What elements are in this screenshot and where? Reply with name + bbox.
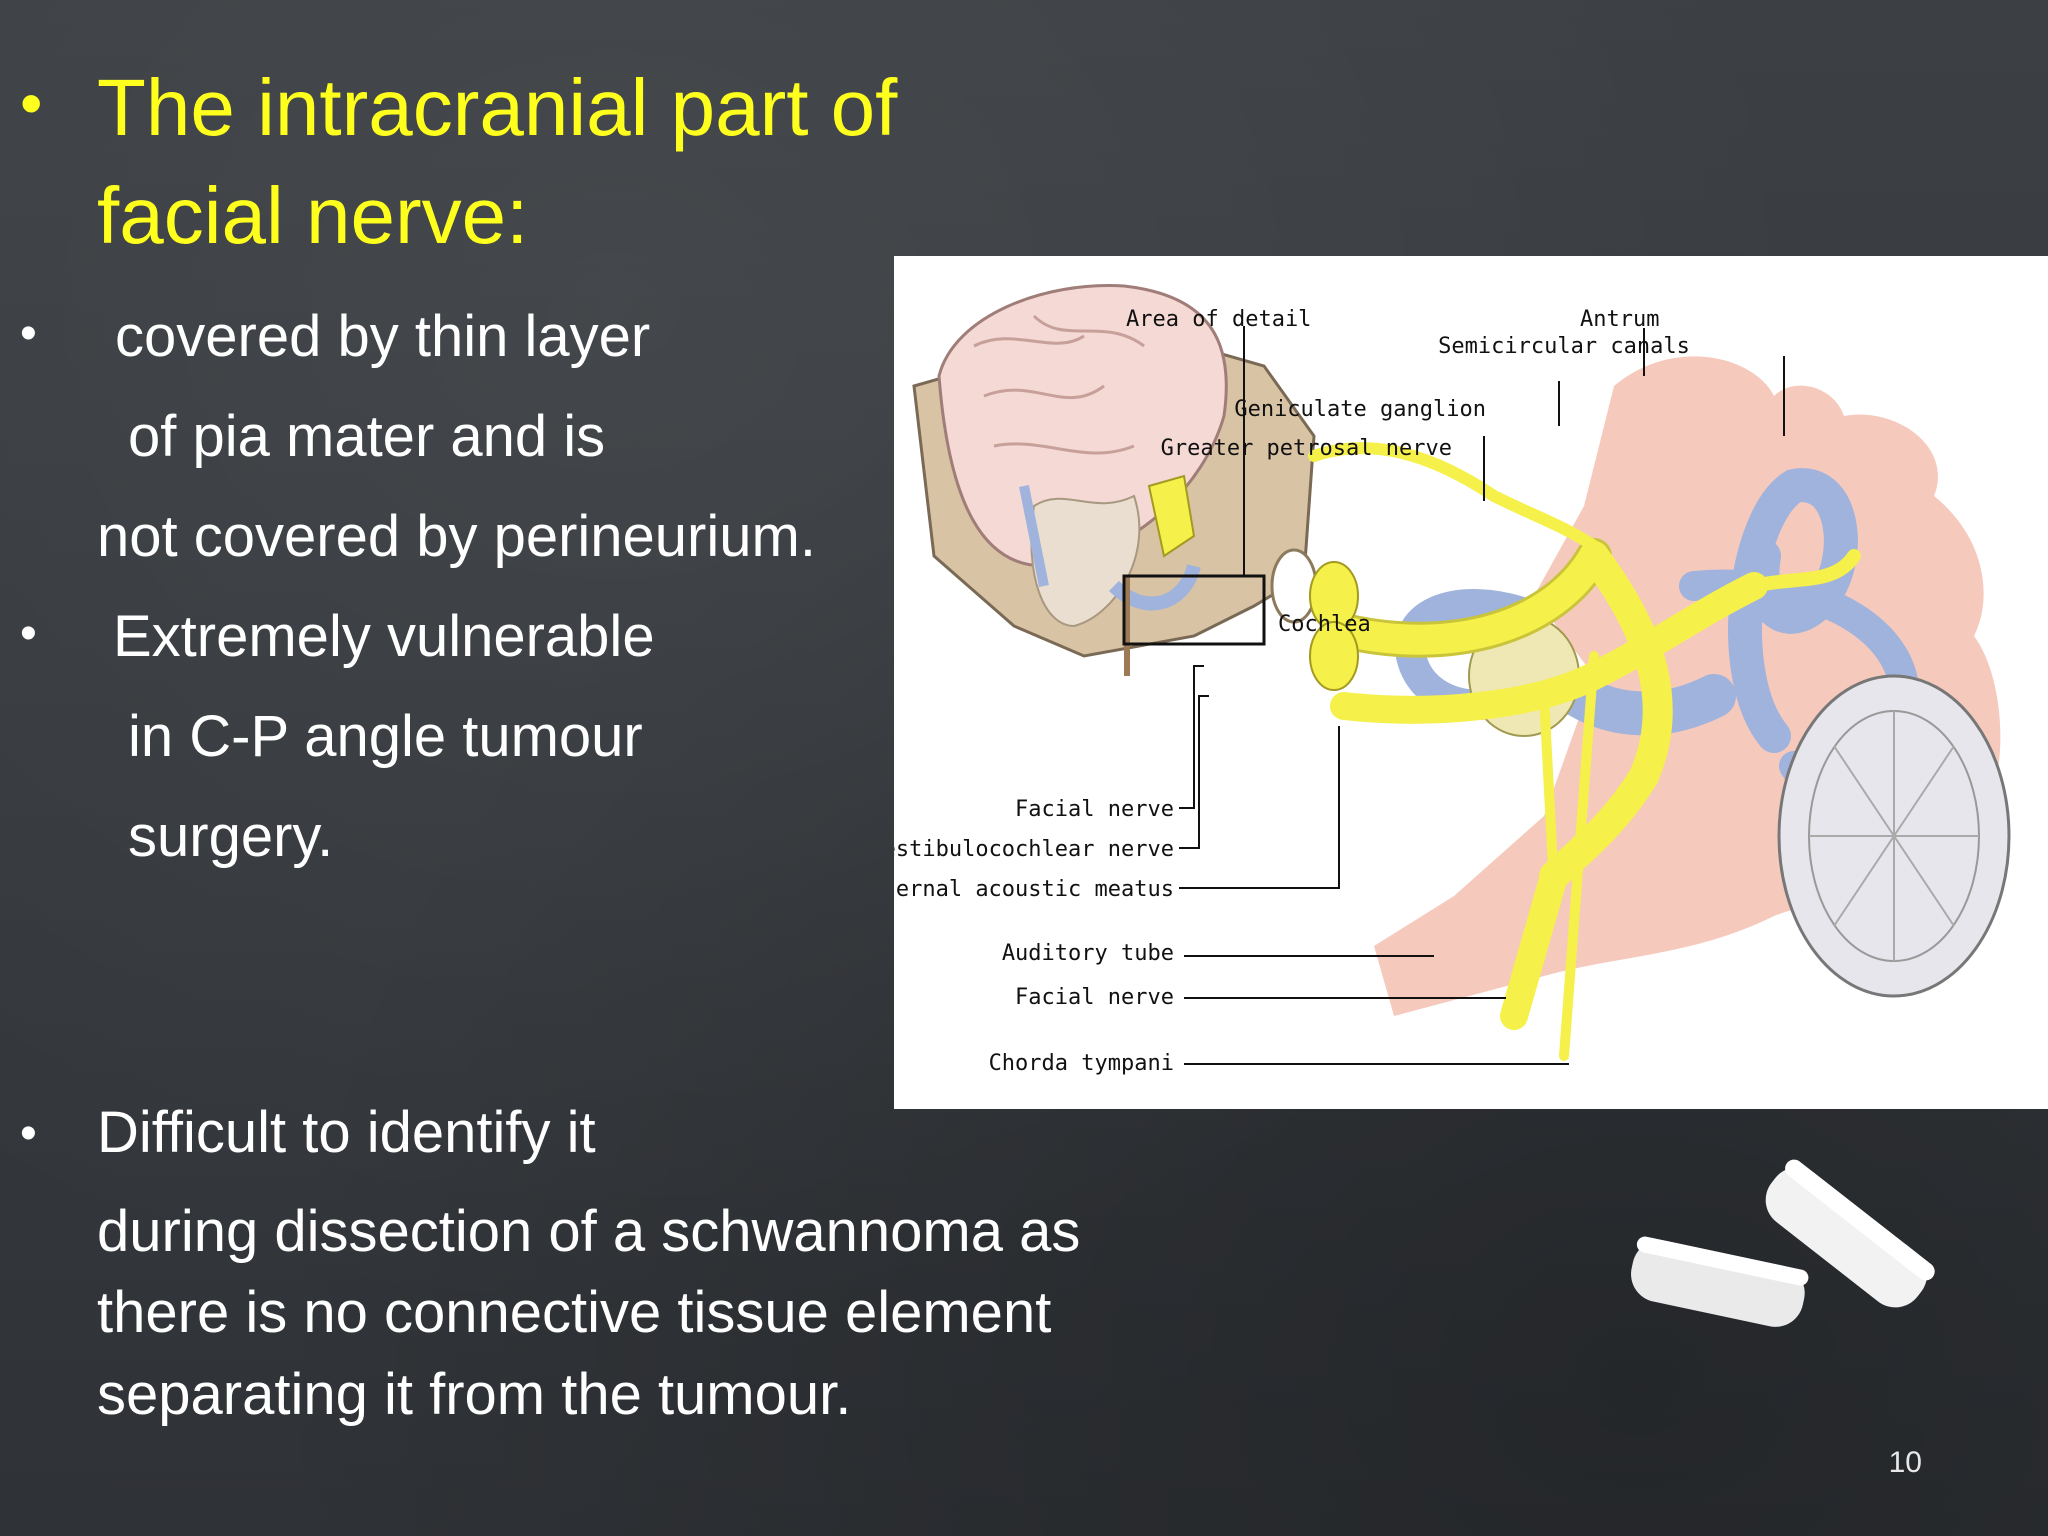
facial-nerve-diagram: Area of detail Antrum Semicircular canal… <box>894 256 2048 1109</box>
tympanic-membrane <box>1777 674 2011 998</box>
skull-section <box>912 284 1318 676</box>
title-bullet: • <box>20 67 43 139</box>
label-cochlea: Cochlea <box>1278 612 1371 637</box>
bullet-2-marker: • <box>20 607 37 660</box>
nerves <box>1308 442 1861 1061</box>
chalk-piece-2 <box>1631 1236 1809 1327</box>
bullet-2-line-3: surgery. <box>128 804 334 869</box>
bullet-3-line-3: there is no connective tissue element <box>97 1280 1052 1345</box>
bullet-1-line-2: of pia mater and is <box>128 404 606 469</box>
label-greater-petrosal-nerve: Greater petrosal nerve <box>1161 436 1452 461</box>
bullet-1-line-3: not covered by perineurium. <box>97 504 816 569</box>
leader-lines <box>1179 326 1785 1065</box>
bullet-3-line-1: Difficult to identify it <box>97 1100 596 1165</box>
bullet-3-marker: • <box>20 1107 37 1160</box>
label-auditory-tube: Auditory tube <box>1002 941 1174 966</box>
bullet-3-line-2: during dissection of a schwannoma as <box>97 1199 1081 1264</box>
label-internal-acoustic-meatus: Internal acoustic meatus <box>894 877 1174 902</box>
slide-title-line-1: The intracranial part of <box>97 63 898 152</box>
chalk-piece-1 <box>1765 1159 1935 1308</box>
label-facial-nerve-top: Facial nerve <box>1015 797 1174 822</box>
chalk-pieces <box>1631 1159 1935 1327</box>
bullet-2-line-1: Extremely vulnerable <box>113 604 655 669</box>
page-number: 10 <box>1888 1446 1922 1479</box>
area-of-detail-box <box>1122 574 1266 646</box>
label-vestibulocochlear-nerve: Vestibulocochlear nerve <box>894 837 1174 862</box>
slide-title-line-2: facial nerve: <box>97 171 529 260</box>
label-area-of-detail: Area of detail <box>1126 307 1311 332</box>
bullet-3-line-4: separating it from the tumour. <box>97 1362 852 1427</box>
label-facial-nerve-bottom: Facial nerve <box>1015 985 1174 1010</box>
diagram-svg: Area of detail Antrum Semicircular canal… <box>894 284 2011 1076</box>
label-semicircular-canals: Semicircular canals <box>1438 334 1690 359</box>
bullet-1-line-1: covered by thin layer <box>115 304 651 369</box>
bullet-2-line-2: in C-P angle tumour <box>128 704 643 769</box>
bullet-1-marker: • <box>20 307 37 360</box>
label-geniculate-ganglion: Geniculate ganglion <box>1234 397 1486 422</box>
label-chorda-tympani: Chorda tympani <box>989 1051 1174 1076</box>
label-antrum: Antrum <box>1580 307 1659 332</box>
